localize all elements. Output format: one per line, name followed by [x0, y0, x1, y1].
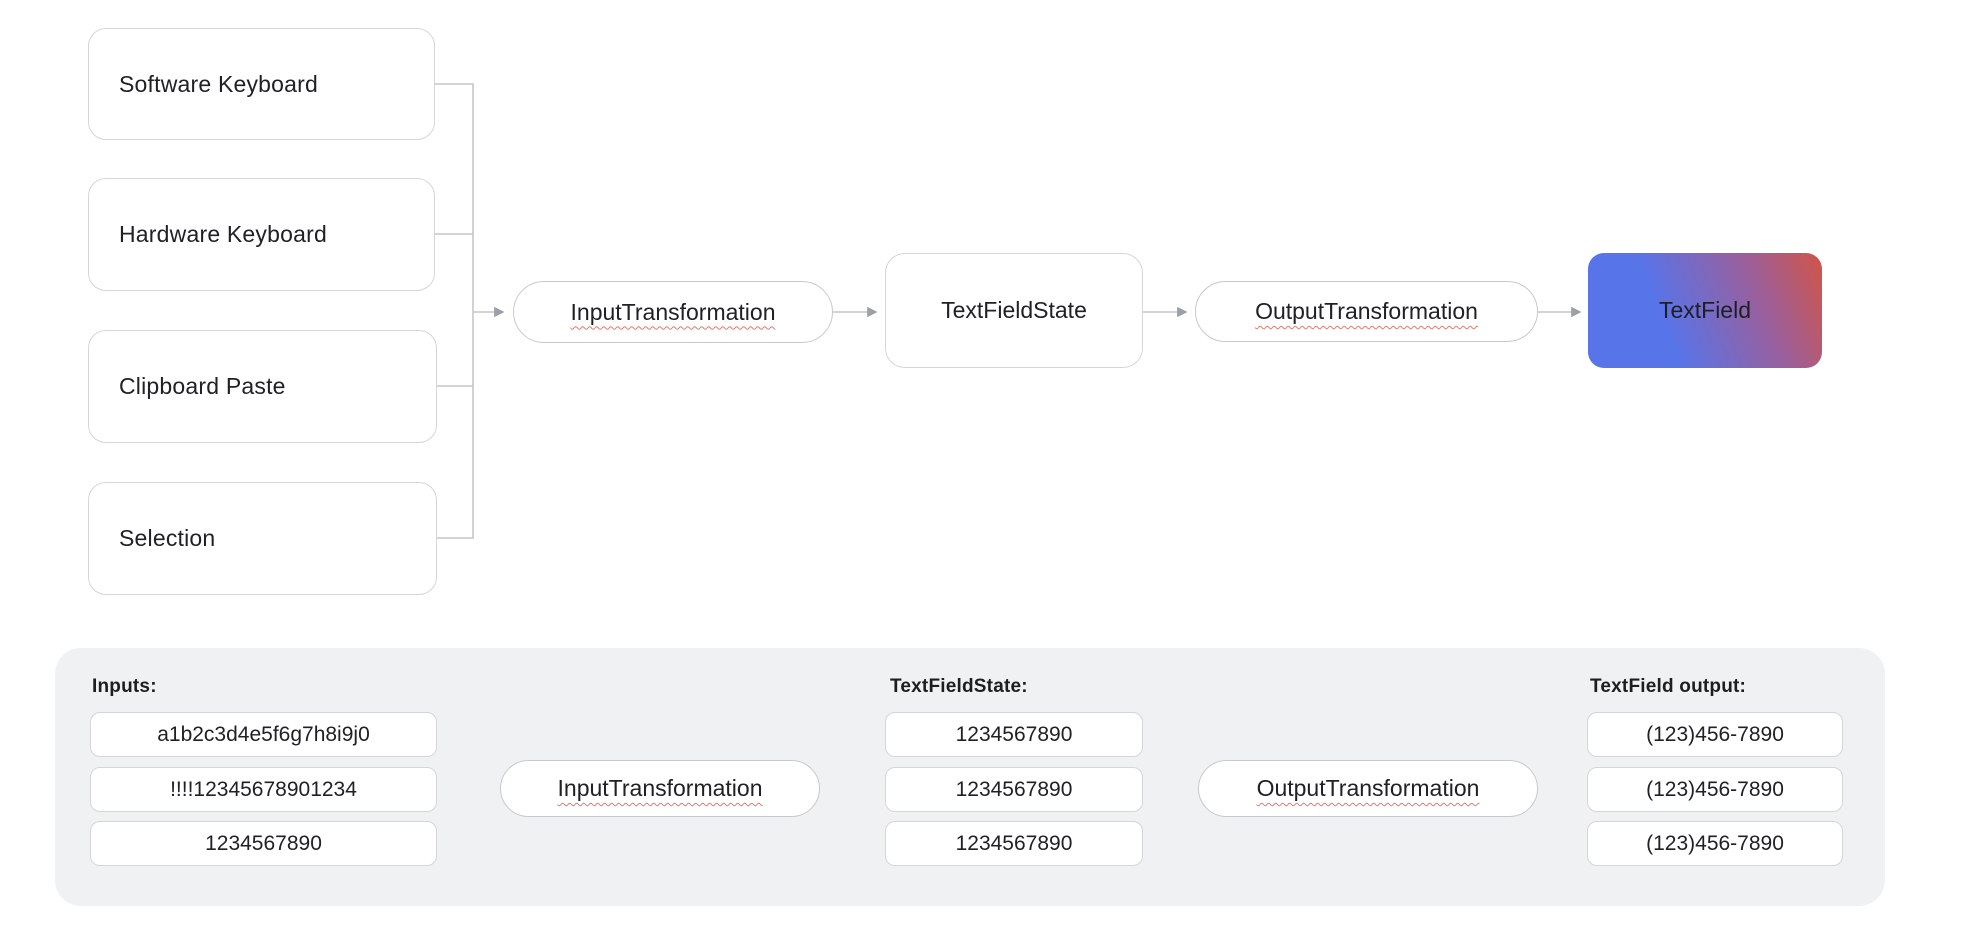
source-box-hardware-keyboard: Hardware Keyboard: [88, 178, 435, 291]
source-label: Clipboard Paste: [119, 373, 286, 399]
input-transformation-pill: InputTransformation: [513, 281, 833, 343]
output-transformation-pill-example: OutputTransformation: [1198, 760, 1538, 817]
input-transformation-label: InputTransformation: [557, 775, 763, 801]
state-value-box: 1234567890: [885, 767, 1143, 812]
output-value: (123)456-7890: [1646, 777, 1784, 801]
text-field-state-label-heading: TextFieldState:: [890, 676, 1028, 697]
text-field-gradient-box: TextField: [1588, 253, 1822, 368]
source-box-software-keyboard: Software Keyboard: [88, 28, 435, 140]
input-value: 1234567890: [205, 831, 322, 855]
source-label: Software Keyboard: [119, 70, 319, 97]
input-value: a1b2c3d4e5f6g7h8i9j0: [157, 722, 370, 746]
top-connectors: [435, 83, 1582, 539]
output-value-box: (123)456-7890: [1587, 767, 1843, 812]
input-transformation-pill-example: InputTransformation: [500, 760, 820, 817]
output-value: (123)456-7890: [1646, 831, 1784, 855]
state-value: 1234567890: [955, 777, 1073, 801]
output-transformation-label: OutputTransformation: [1256, 775, 1480, 801]
output-transformation-pill: OutputTransformation: [1195, 281, 1538, 342]
state-value-box: 1234567890: [885, 821, 1143, 866]
input-transformation-label: InputTransformation: [570, 298, 776, 325]
inputs-label: Inputs:: [92, 676, 157, 697]
input-value-box: a1b2c3d4e5f6g7h8i9j0: [90, 712, 437, 757]
input-value-box: !!!!12345678901234: [90, 767, 437, 812]
text-field-state-box: TextFieldState: [885, 253, 1143, 368]
output-value-box: (123)456-7890: [1587, 712, 1843, 757]
source-box-selection: Selection: [88, 482, 437, 595]
output-value: (123)456-7890: [1646, 722, 1784, 746]
source-box-clipboard-paste: Clipboard Paste: [88, 330, 437, 443]
state-value-box: 1234567890: [885, 712, 1143, 757]
text-field-output-label-heading: TextField output:: [1590, 676, 1747, 697]
state-value: 1234567890: [955, 831, 1073, 855]
output-transformation-label: OutputTransformation: [1255, 298, 1478, 324]
input-value: !!!!12345678901234: [170, 777, 357, 801]
text-field-state-label: TextFieldState: [941, 297, 1087, 323]
source-label: Hardware Keyboard: [119, 221, 327, 247]
text-field-label: TextField: [1658, 297, 1752, 323]
state-value: 1234567890: [955, 722, 1073, 746]
output-value-box: (123)456-7890: [1587, 821, 1843, 866]
source-label: Selection: [119, 525, 216, 551]
input-value-box: 1234567890: [90, 821, 437, 866]
